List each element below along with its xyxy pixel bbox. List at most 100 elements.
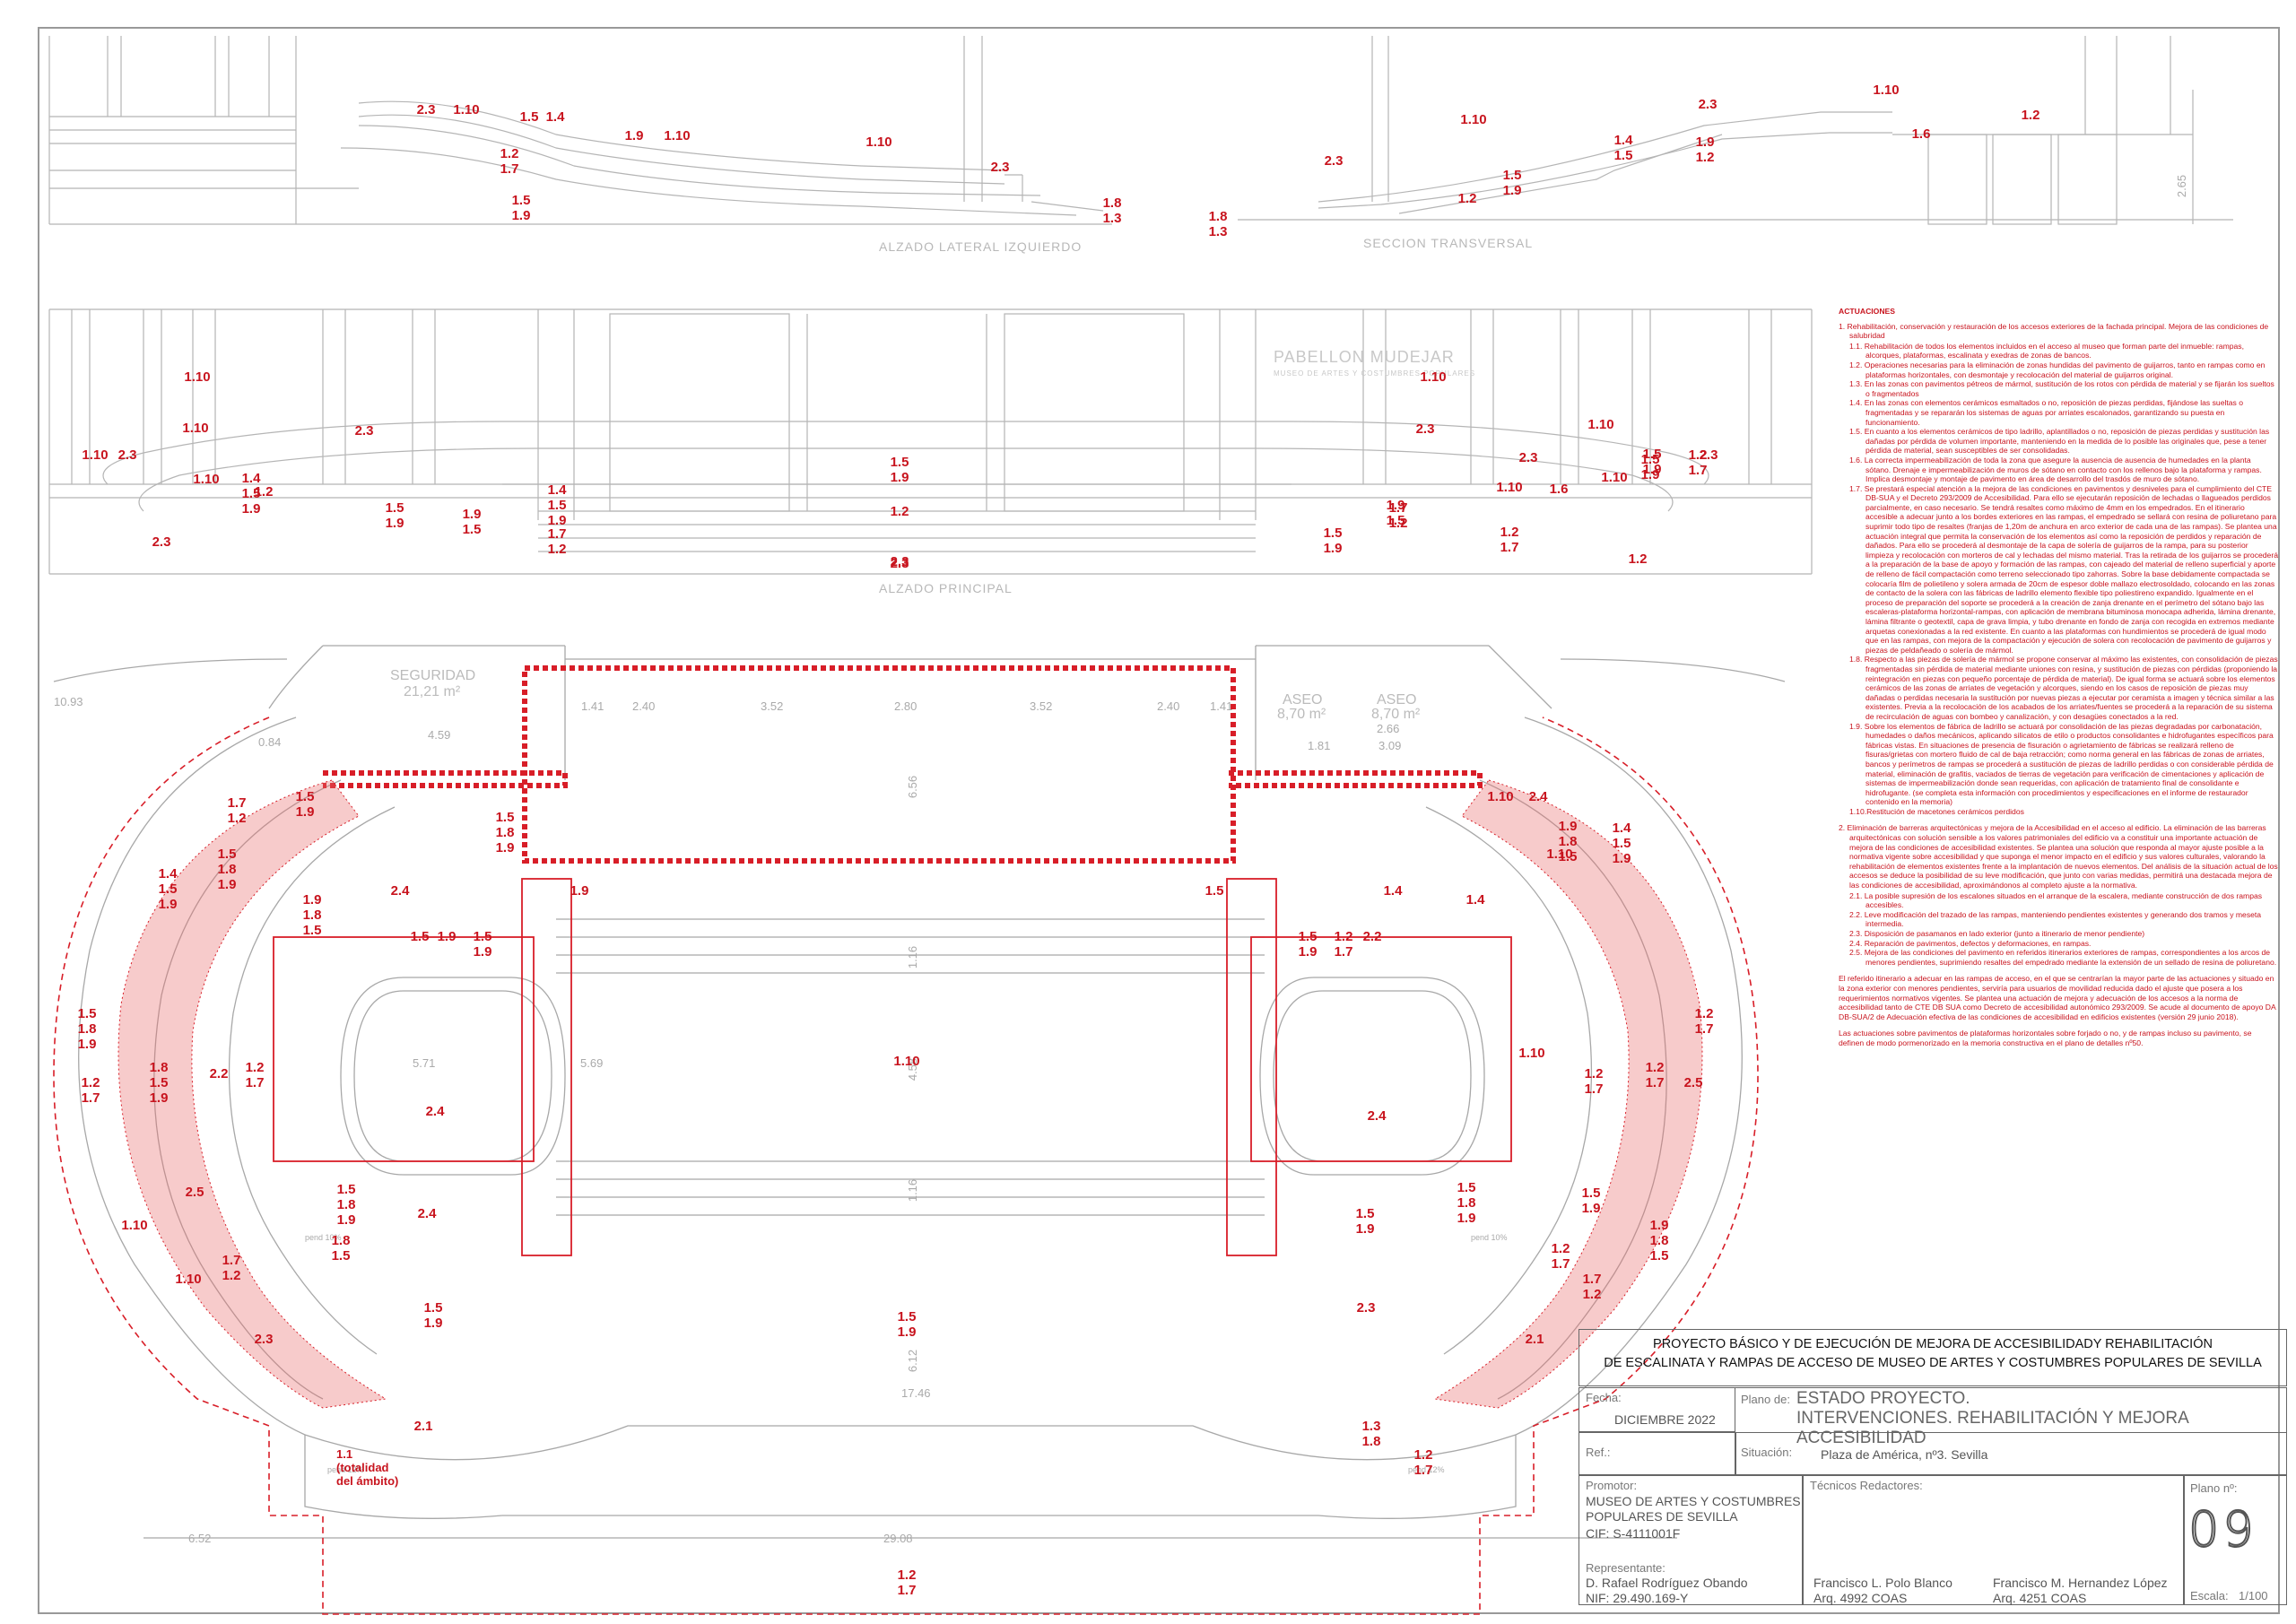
tecnico-1-arq: Arq. 4992 COAS [1813,1591,1908,1605]
callout-label: 1.5 1.9 [473,929,492,960]
callout-label: 1.9 [570,883,589,899]
callout-label: 2.3 [1698,97,1718,112]
callout-label: 1.2 [890,504,909,519]
callout-label: 1.2 [1457,191,1477,206]
slope-left-lower: pend 12% [327,1465,364,1474]
project-title-box [1578,1329,2287,1386]
callout-label: 1.5 1.9 [1642,447,1662,477]
callout-label: 1.2 1.7 [1413,1447,1433,1478]
zone-left-fountain [273,936,535,1162]
dimension-label: 29.08 [883,1532,913,1545]
callout-label: 1.2 1.7 [1334,929,1353,960]
callout-label: 2.3 [890,554,909,569]
callout-label: 2.4 [1367,1108,1387,1124]
callout-label: 1.2 1.7 [1688,447,1708,478]
callout-label: 1.4 1.5 1.9 [1612,821,1631,866]
callout-label: 1.10 [121,1218,148,1233]
callout-label: 1.10 [453,102,480,117]
action-1-item: 1.6. La correcta impermeabilización de t… [1849,455,2262,484]
callout-label: 1.5 1.8 1.9 [217,847,237,892]
callout-label: 1.9 1.5 [462,507,482,537]
section-lines [1238,36,2233,225]
callout-label: 2.4 [390,883,410,899]
callout-label: 1.9 1.8 1.5 [302,892,322,938]
action-2-item: 2.1. La posible supresión de los escalon… [1849,890,2263,910]
callout-label: 1.2 [2021,108,2040,123]
callout-label: 1.5 1.9 [1502,168,1522,198]
callout-label: 1.2 1.7 [1500,525,1519,555]
dimension-label: 1.16 [906,1178,920,1203]
callout-label: 2.3 [1518,450,1538,465]
actuaciones-title: ACTUACIONES [1839,307,1896,316]
plano-number: 09 [2187,1500,2257,1559]
callout-label: 1.3 1.8 [1361,1419,1381,1449]
dimension-label: 3.52 [761,699,784,713]
fecha-cell [1578,1387,1735,1432]
action-1-item: 1.5. En cuanto a los elementos cerámicos… [1849,427,2270,456]
principal-elevation-title: ALZADO PRINCIPAL [879,581,1013,595]
callout-label: 1.5 1.9 [1355,1206,1375,1237]
callout-label: 1.5 1.9 [511,193,531,223]
dimension-label: 2.65 [2175,174,2189,198]
callout-label: 1.5 1.8 1.9 [1457,1180,1476,1226]
callout-label: 2.3 [1699,447,1718,463]
action-1-item: 1.9. Sobre los elementos de fábrica de l… [1849,721,2274,807]
callout-label: 1.6 [1549,482,1569,497]
escala-label: Escala: [2190,1589,2229,1602]
callout-label: 1.2 1.7 [1551,1241,1570,1272]
callout-label: 1.9 1.8 1.5 [1649,1218,1669,1264]
callout-label: 1.4 1.5 1.9 [158,866,178,912]
dimension-label: 3.52 [1030,699,1053,713]
section-1-heading: 1. Rehabilitación, conservación y restau… [1839,321,2269,341]
slope-left: pend 10% [305,1233,342,1242]
zone-right-rail [1226,878,1277,1256]
dimension-label: 1.81 [1308,739,1331,752]
callout-label: 1.7 1.2 [547,526,567,557]
action-1-item: 1.2. Operaciones necesarias para la elim… [1849,360,2266,379]
plano-de-line-1: ESTADO PROYECTO. [1796,1389,1970,1408]
callout-label: 1.9 1.2 [1695,135,1715,165]
callout-label: 1.10 [1601,470,1628,485]
callout-label: 1.10 [175,1272,202,1287]
callout-label: 1.5 [410,929,430,944]
callout-label: 1.10 [1420,369,1447,385]
representante-value: D. Rafael Rodríguez Obando [1586,1576,1748,1590]
callout-label: 1.10 [1487,789,1514,804]
callout-label: 1.9 [624,128,644,143]
fecha-label: Fecha: [1586,1391,1622,1404]
callout-label: 1.5 1.9 [897,1309,917,1340]
callout-label: 1.10 [184,369,211,385]
callout-label: 1.4 1.5 [1613,133,1633,163]
action-1-item: 1.7. Se prestará especial atención a la … [1849,483,2278,655]
callout-label: 1.10 [1546,847,1573,862]
callout-label: 2.3 [152,534,171,550]
zone-right-fountain [1250,936,1512,1162]
dimension-label: 2.66 [1377,722,1400,735]
callout-label: 1.10 [664,128,691,143]
sheet-frame [38,27,2280,1614]
actuaciones-text: ACTUACIONES 1. Rehabilitación, conservac… [1839,307,2278,1048]
callout-label: 1.7 1.2 [222,1253,241,1283]
callout-label: 1.1 (totalidad del ámbito) [336,1447,399,1488]
callout-label: 1.8 1.3 [1208,209,1228,239]
callout-label: 1.10 [193,472,220,487]
action-2-item: 2.5. Mejora de las condiciones del pavim… [1849,948,2277,967]
representante-label: Representante: [1586,1561,1665,1575]
pavilion-name: PABELLON MUDEJAR [1274,348,1455,366]
action-1-item: 1.10.Restitución de macetones cerámicos … [1849,806,2024,816]
callout-label: 1.9 1.5 [1386,498,1405,528]
situacion-value: Plaza de América, nº3. Sevilla [1821,1447,1988,1462]
section-title: SECCION TRANSVERSAL [1363,236,1534,250]
plano-de-line-2: INTERVENCIONES. REHABILITACIÓN Y MEJORA … [1796,1409,2188,1447]
callout-label: 1.10 [1873,83,1900,98]
project-title-line-2: DE ESCALINATA Y RAMPAS DE ACCESO DE MUSE… [1604,1356,2262,1370]
callout-label: 1.5 1.8 1.9 [77,1006,97,1052]
slope-right: pend 10% [1471,1233,1508,1242]
room-aseo-2-area: 8,70 m² [1371,707,1421,722]
callout-label: 1.2 1.7 [1645,1060,1665,1090]
action-2-item: 2.2. Leve modificación del trazado de la… [1849,909,2262,929]
callout-label: 2.2 [1362,929,1382,944]
dimension-label: 3.09 [1378,739,1402,752]
promotor-label: Promotor: [1586,1479,1638,1492]
